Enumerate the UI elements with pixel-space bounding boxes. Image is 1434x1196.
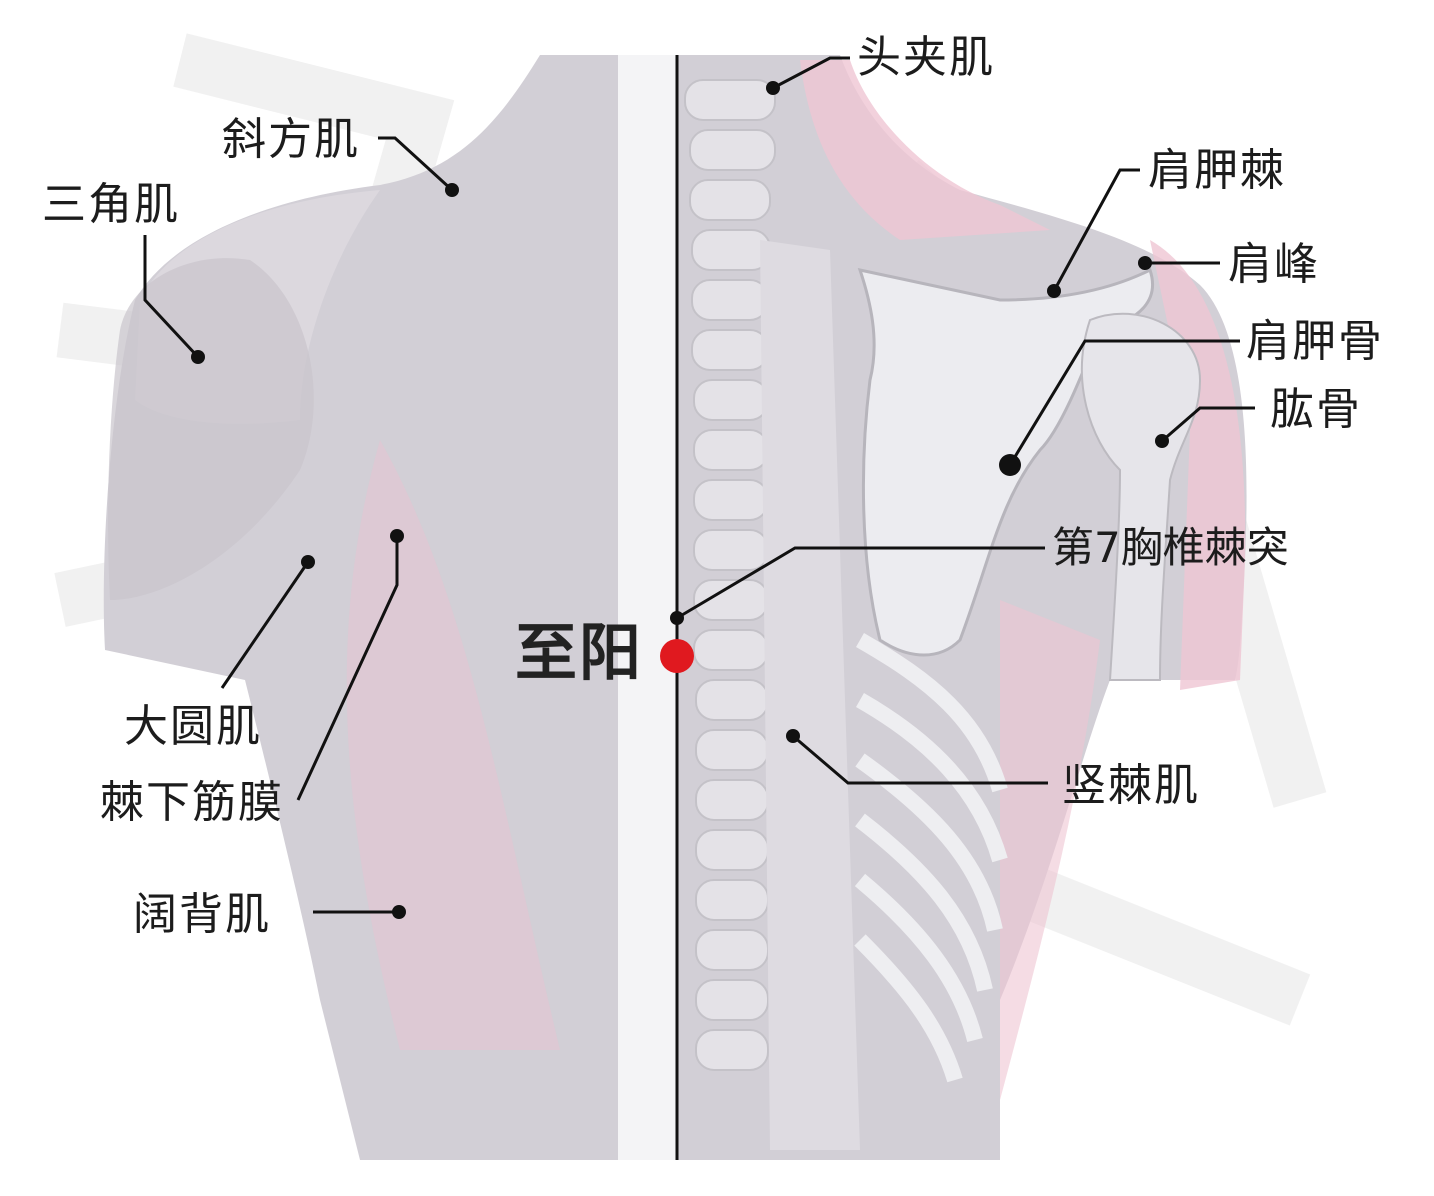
leader-dots xyxy=(191,81,1169,919)
label-erector-spinae: 竖棘肌 xyxy=(1062,760,1200,811)
acupoint-marker xyxy=(660,639,694,673)
label-scapular-spine: 肩胛棘 xyxy=(1148,145,1286,196)
label-t7-spinous: 第7胸椎棘突 xyxy=(1052,523,1289,572)
humerus-shape xyxy=(1081,312,1202,681)
label-deltoid: 三角肌 xyxy=(42,179,180,230)
label-latissimus: 阔背肌 xyxy=(133,889,271,940)
leader-lines xyxy=(143,56,1255,914)
erector-strip xyxy=(760,240,860,1150)
label-teres-major: 大圆肌 xyxy=(124,701,262,752)
ribs xyxy=(854,633,1008,1083)
deltoid-shade xyxy=(108,258,314,600)
back-tint xyxy=(346,440,560,1050)
vertebrae xyxy=(684,79,776,1071)
acupoint-label: 至阳 xyxy=(515,616,644,689)
label-scapula: 肩胛骨 xyxy=(1246,316,1384,367)
label-acromion: 肩峰 xyxy=(1228,239,1320,290)
right-side-tint xyxy=(1000,600,1100,1100)
neck-tint xyxy=(800,60,1050,240)
label-infraspinous-fascia: 棘下筋膜 xyxy=(100,777,284,828)
label-humerus: 肱骨 xyxy=(1270,384,1362,435)
spine-band xyxy=(618,55,678,1160)
label-trapezius: 斜方肌 xyxy=(222,114,360,165)
label-splenius: 头夹肌 xyxy=(857,32,995,83)
